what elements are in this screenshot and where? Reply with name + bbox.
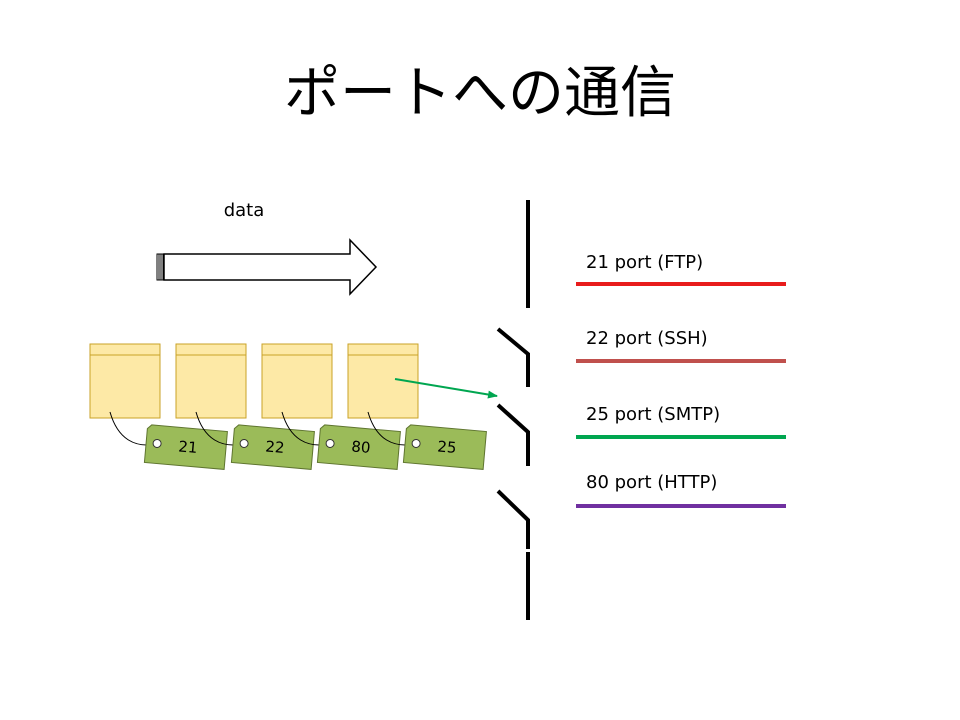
tag-hole — [152, 438, 162, 448]
packet-1: 22 — [175, 343, 315, 470]
port-row-1: 22 port (SSH) — [576, 328, 786, 363]
port-wall — [496, 200, 530, 620]
tag-shape — [230, 424, 315, 470]
tag-number: 22 — [265, 437, 286, 457]
envelope-flap — [261, 343, 333, 356]
port-label: 22 port (SSH) — [586, 328, 708, 349]
envelope-flap — [347, 343, 419, 356]
data-label: data — [224, 200, 265, 221]
tag-number: 25 — [437, 437, 458, 457]
port-door-ssh — [496, 327, 530, 387]
tag-hole — [239, 438, 249, 448]
port-tag: 22 — [230, 424, 315, 470]
tag-hole — [325, 438, 335, 448]
envelope-flap — [175, 343, 247, 356]
port-row-0: 21 port (FTP) — [576, 252, 786, 286]
tag-shape — [316, 424, 401, 470]
port-door-smtp — [496, 403, 530, 466]
envelope-flap — [89, 343, 161, 356]
packet-0: 21 — [89, 343, 228, 470]
port-door-http — [496, 489, 530, 549]
port-tag: 25 — [402, 424, 487, 470]
port-label: 80 port (HTTP) — [586, 472, 717, 493]
envelope — [261, 343, 333, 419]
envelope — [89, 343, 161, 419]
tag-hole — [411, 438, 421, 448]
tag-shape — [402, 424, 487, 470]
port-label: 25 port (SMTP) — [586, 404, 720, 425]
packet-2: 80 — [261, 343, 401, 470]
slide-title: ポートへの通信 — [284, 61, 676, 126]
port-row-3: 80 port (HTTP) — [576, 472, 786, 508]
pointer-arrow — [394, 378, 498, 399]
port-row-2: 25 port (SMTP) — [576, 404, 786, 439]
tag-number: 21 — [178, 437, 199, 457]
port-label: 21 port (FTP) — [586, 252, 703, 273]
packets-group: 21 22 80 25 — [89, 343, 487, 470]
tag-shape — [143, 424, 228, 470]
port-tag: 21 — [143, 424, 228, 470]
port-tag: 80 — [316, 424, 401, 470]
tag-number: 80 — [351, 437, 372, 457]
ports-group: 21 port (FTP) 22 port (SSH) 25 port (SMTP)… — [576, 252, 786, 508]
data-flow-arrow — [156, 238, 378, 296]
